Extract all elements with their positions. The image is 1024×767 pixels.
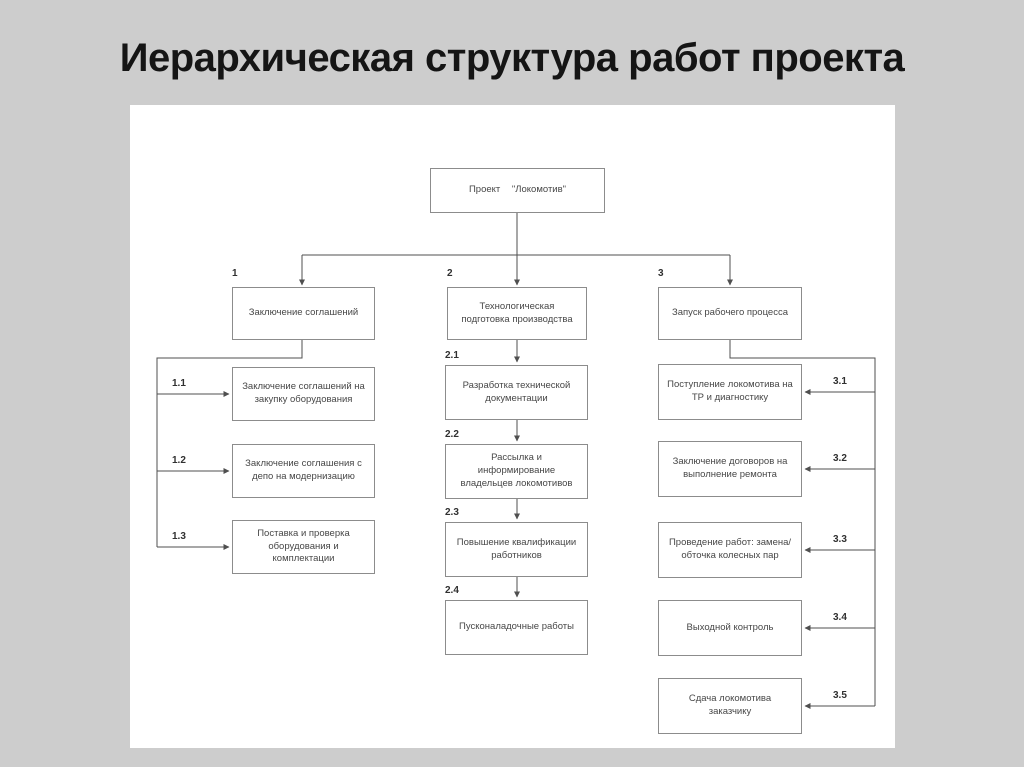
- diagram-canvas: Проект "Локомотив" 1 2 3 Заключение согл…: [130, 105, 895, 748]
- wbs-number-1-1: 1.1: [172, 378, 186, 389]
- wbs-node-label: Сдача локомотива заказчику: [688, 693, 772, 717]
- wbs-node-1-2: Заключение соглашения с депо на модерниз…: [232, 444, 375, 498]
- wbs-node-label: Заключение соглашения с депо на модерниз…: [245, 458, 362, 482]
- wbs-number-2-4: 2.4: [445, 585, 459, 596]
- page-title: Иерархическая структура работ проекта: [119, 36, 905, 80]
- wbs-number-2-1: 2.1: [445, 350, 459, 361]
- wbs-number-1-2: 1.2: [172, 455, 186, 466]
- wbs-node-label: Пусконаладочные работы: [459, 621, 574, 633]
- wbs-number-3-2: 3.2: [833, 453, 847, 464]
- wbs-node-label: Повышение квалификации работников: [456, 536, 577, 561]
- wbs-node-3-1: Поступление локомотива на ТР и диагности…: [658, 364, 802, 420]
- wbs-node-label: Заключение договоров на выполнение ремон…: [672, 456, 788, 480]
- wbs-node-label: Выходной контроль: [686, 621, 774, 633]
- wbs-node-branch-2: Технологическая подготовка производства: [447, 287, 587, 340]
- wbs-number-2-2: 2.2: [445, 429, 459, 440]
- wbs-number-3-5: 3.5: [833, 690, 847, 701]
- wbs-node-2-2: Рассылка и информирование владельцев лок…: [445, 444, 588, 499]
- wbs-number-3-4: 3.4: [833, 612, 847, 623]
- wbs-number-2-3: 2.3: [445, 507, 459, 518]
- wbs-node-label: Технологическая подготовка производства: [461, 300, 573, 325]
- wbs-node-root-label: Проект "Локомотив": [468, 184, 567, 196]
- wbs-number-2: 2: [447, 268, 453, 279]
- wbs-number-3-1: 3.1: [833, 376, 847, 387]
- wbs-node-label: Заключение соглашений: [248, 307, 359, 319]
- wbs-number-3-3: 3.3: [833, 534, 847, 545]
- connector-lines: [156, 213, 876, 709]
- wbs-node-2-3: Повышение квалификации работников: [445, 522, 588, 577]
- wbs-node-2-1: Разработка технической документации: [445, 365, 588, 420]
- wbs-node-label: Разработка технической документации: [462, 379, 571, 404]
- wbs-node-label: Поставка и проверка оборудования и компл…: [257, 527, 350, 565]
- wbs-node-branch-3: Запуск рабочего процесса: [658, 287, 802, 340]
- wbs-node-label: Запуск рабочего процесса: [672, 307, 788, 319]
- wbs-node-3-5: Сдача локомотива заказчику: [658, 678, 802, 734]
- wbs-node-branch-1: Заключение соглашений: [232, 287, 375, 340]
- wbs-node-label: Рассылка и информирование владельцев лок…: [460, 452, 573, 489]
- wbs-node-1-3: Поставка и проверка оборудования и компл…: [232, 520, 375, 574]
- wbs-node-label: Заключение соглашений на закупку оборудо…: [242, 381, 365, 405]
- wbs-node-3-4: Выходной контроль: [658, 600, 802, 656]
- wbs-number-1: 1: [232, 268, 238, 279]
- wbs-node-label: Проведение работ: замена/ обточка колесн…: [668, 537, 792, 561]
- wbs-node-label: Поступление локомотива на ТР и диагности…: [667, 379, 793, 403]
- wbs-number-3: 3: [658, 268, 664, 279]
- wbs-number-1-3: 1.3: [172, 531, 186, 542]
- wbs-node-3-3: Проведение работ: замена/ обточка колесн…: [658, 522, 802, 578]
- wbs-node-3-2: Заключение договоров на выполнение ремон…: [658, 441, 802, 497]
- wbs-node-root: Проект "Локомотив": [430, 168, 605, 213]
- wbs-node-1-1: Заключение соглашений на закупку оборудо…: [232, 367, 375, 421]
- wbs-node-2-4: Пусконаладочные работы: [445, 600, 588, 655]
